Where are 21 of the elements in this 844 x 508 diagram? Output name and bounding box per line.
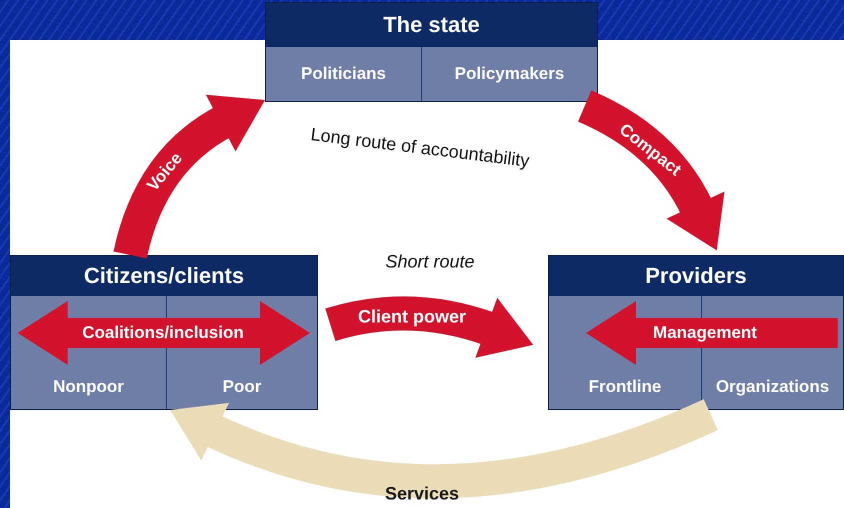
group-box bbox=[265, 2, 598, 102]
box-title: Providers bbox=[644, 262, 748, 290]
cell-label: Politicians bbox=[300, 64, 386, 84]
box-title: Citizens/clients bbox=[82, 262, 246, 290]
block-arrow bbox=[169, 399, 718, 498]
block-arrow bbox=[18, 300, 310, 365]
member-cell bbox=[266, 47, 421, 101]
cell-label: Frontline bbox=[588, 377, 662, 397]
route-label: Short route bbox=[385, 252, 475, 272]
cell-label: Policymakers bbox=[454, 64, 564, 84]
cell-label: Nonpoor bbox=[53, 377, 124, 397]
cell-label: Poor bbox=[222, 377, 262, 397]
box-title: The state bbox=[382, 11, 481, 39]
route-label: Long route of accountability bbox=[309, 124, 531, 172]
block-arrow bbox=[586, 300, 838, 365]
cell-label: Organizations bbox=[716, 377, 830, 397]
edge-label: Client power bbox=[358, 306, 466, 328]
edge-label: Services bbox=[384, 484, 460, 504]
edge-label: Management bbox=[653, 323, 757, 343]
edge-label: Coalitions/inclusion bbox=[82, 323, 244, 343]
member-cell bbox=[421, 47, 597, 101]
